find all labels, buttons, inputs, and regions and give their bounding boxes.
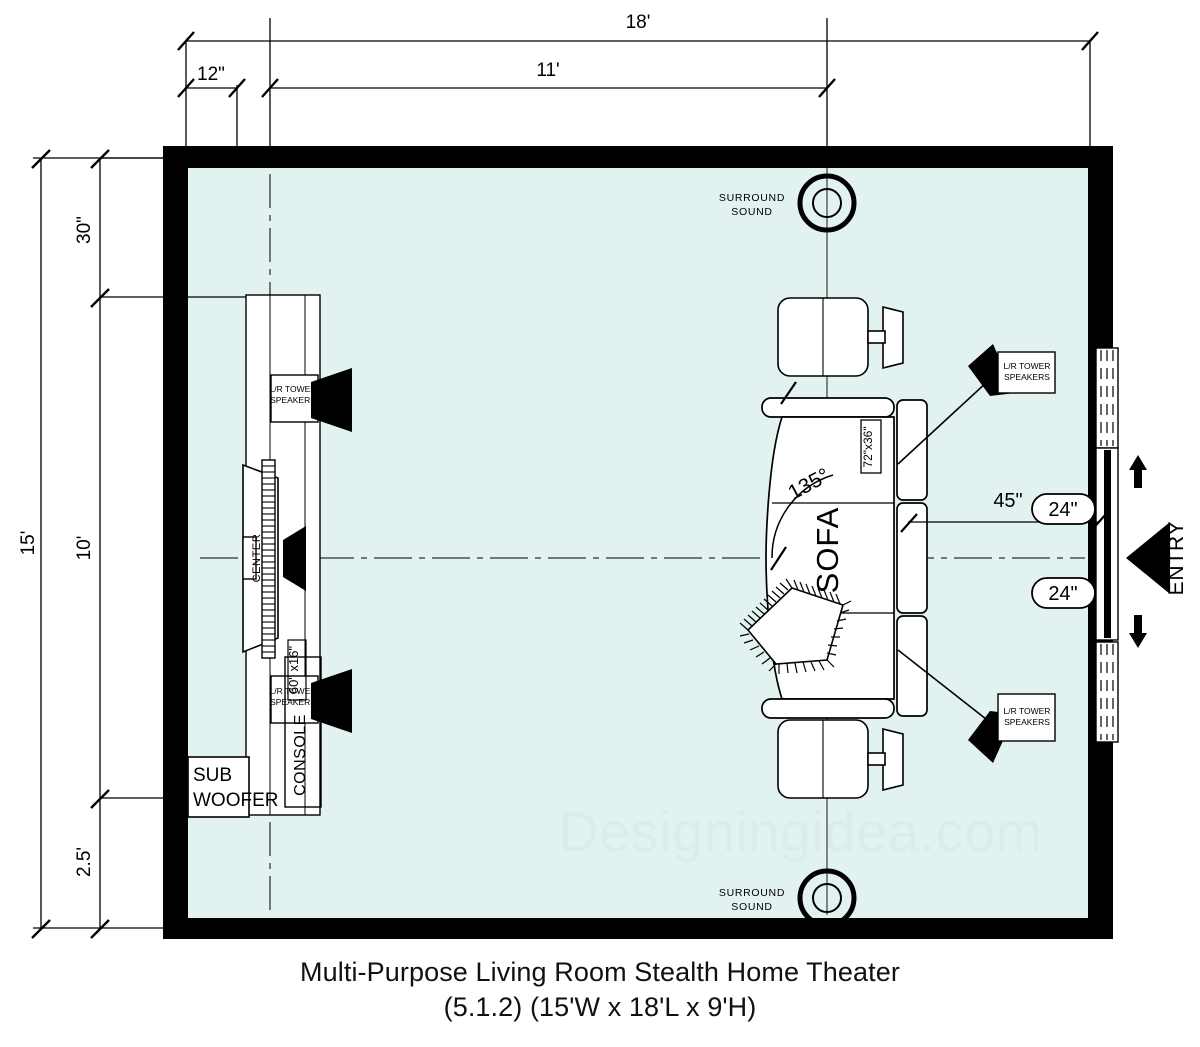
sofa-size-label: 72"x36" [861, 426, 875, 467]
sofa-angle-arc [770, 381, 834, 571]
chair-bottom-connector [867, 752, 886, 766]
subwoofer-box [187, 756, 250, 818]
plan-title-line-2: (5.1.2) (15'W x 18'L x 9'H) [443, 992, 757, 1022]
dimension-top-small: 12" [197, 64, 225, 85]
chair-bottom [777, 719, 904, 799]
clearance-45-label: 45" [993, 490, 1022, 512]
watermark: Designingidea.com [558, 800, 1043, 863]
tv-screen-hatch [262, 465, 275, 653]
surround-speaker-bottom-label-2: SOUND [731, 901, 772, 913]
sofa-arm-bottom [761, 698, 895, 719]
tower-speaker-bottom-right-label-2: SPEAKERS [1004, 717, 1050, 727]
dimension-left-overall: 15' [18, 531, 39, 556]
tower-speaker-top-right [897, 344, 1056, 465]
dimension-top-overall: 18' [626, 12, 651, 33]
door-leaf [1104, 450, 1111, 638]
tower-speaker-top-left-label-2: SPEAKERS [270, 395, 316, 405]
surround-speaker-top-label-1: SURROUND [719, 192, 785, 204]
arrow-up-icon [1129, 455, 1147, 488]
tower-speaker-bottom-left-label-1: L/R TOWER [270, 686, 317, 696]
console-size-label: 60" x16" [286, 645, 301, 694]
top-dimensions [177, 18, 1099, 150]
sofa-arm-top [761, 397, 895, 418]
tower-speaker-top-left-box [270, 374, 319, 423]
tower-speaker-bottom-left-label-2: SPEAKERS [270, 697, 316, 707]
chair-bottom-side-table [882, 727, 904, 792]
chair-top-side-table [882, 305, 904, 370]
sofa-label: SOFA [810, 507, 845, 594]
tower-speaker-bottom-right-leader [897, 649, 1001, 731]
surround-speaker-bottom-label-1: SURROUND [719, 887, 785, 899]
sofa-back-cushion-1 [896, 399, 928, 501]
tower-speaker-top-left [270, 368, 352, 432]
surround-speaker-top-label-2: SOUND [731, 206, 772, 218]
surround-speaker-bottom [797, 868, 857, 928]
pillow-fringe [739, 578, 852, 674]
pillow-body [746, 587, 844, 665]
sofa-size-box [860, 419, 882, 474]
tv-screen-assembly [242, 459, 279, 659]
dimension-left-middle: 10' [74, 536, 95, 561]
tower-speaker-top-left-label-1: L/R TOWER [270, 384, 317, 394]
console-unit [284, 639, 322, 808]
center-speaker-cone-icon [283, 526, 306, 591]
tower-speaker-bottom-right-label-1: L/R TOWER [1004, 706, 1051, 716]
console-size-box [287, 639, 307, 701]
tower-speaker-top-right-box [997, 351, 1056, 394]
tower-speaker-top-right-label-2: SPEAKERS [1004, 372, 1050, 382]
plan-title-line-1: Multi-Purpose Living Room Stealth Home T… [300, 957, 900, 987]
tower-speaker-top-left-cone-icon [311, 368, 352, 432]
dimension-left-top: 30" [74, 216, 95, 244]
chair-top [777, 297, 904, 377]
entry-arrows [1126, 455, 1170, 648]
badge-24-bottom [1031, 577, 1096, 609]
pillow-fringed [739, 578, 852, 674]
chair-top-connector [867, 330, 886, 344]
sofa-back-cushion-3 [896, 615, 928, 717]
center-channel-box [242, 536, 257, 580]
dimension-top-inner: 11' [536, 60, 559, 81]
room-floor-fill [188, 168, 1088, 918]
surround-speaker-top [797, 173, 857, 233]
sofa-back-cushion-2 [896, 502, 928, 614]
subwoofer-unit [187, 756, 250, 818]
badge-24-top-label: 24" [1048, 499, 1077, 521]
right-wall-openings [1095, 347, 1119, 743]
subwoofer-label-1: SUB [193, 765, 232, 786]
subwoofer-label-2: WOOFER [193, 790, 279, 811]
tower-speaker-bottom-right-box [997, 693, 1056, 742]
tv-screen-face [261, 459, 276, 659]
arrow-down-icon [1129, 615, 1147, 648]
entry-label: ENTRY [1165, 521, 1188, 596]
console-outline [284, 656, 322, 808]
badge-24-bottom-label: 24" [1048, 583, 1077, 605]
center-channel-label: CENTER [251, 534, 263, 583]
arrow-left-entry-icon [1126, 522, 1170, 594]
console-label: CONSOLE [292, 714, 309, 796]
dimension-left-bottom: 2.5' [74, 847, 95, 877]
tower-speaker-bottom-right [897, 649, 1056, 763]
tower-speaker-top-right-label-1: L/R TOWER [1004, 361, 1051, 371]
badge-24-top [1031, 493, 1096, 525]
